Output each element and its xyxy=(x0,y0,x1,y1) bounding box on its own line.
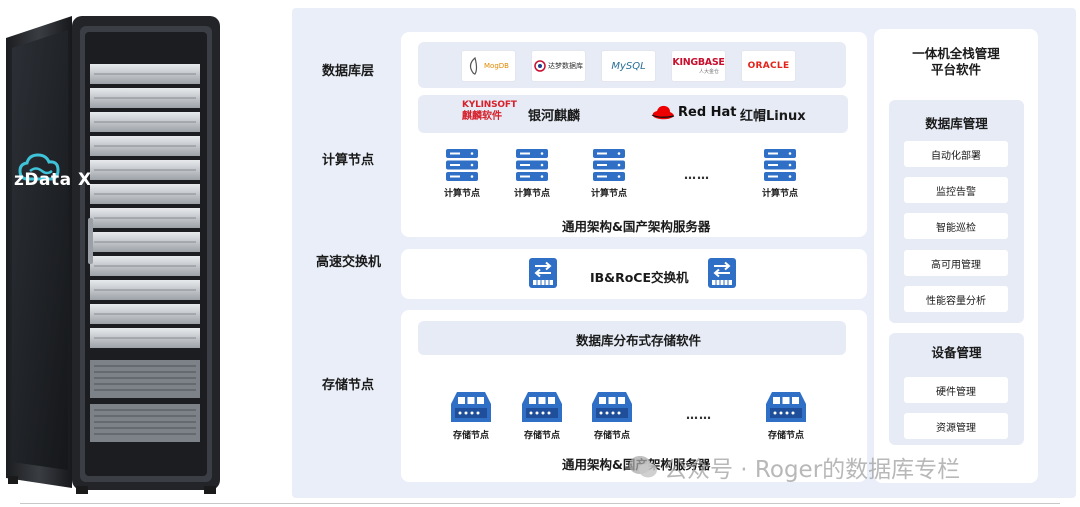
server-icon xyxy=(593,149,625,181)
compute-node: 计算节点 xyxy=(574,148,644,199)
server-icon xyxy=(516,149,548,181)
mgmt-item-ha: 高可用管理 xyxy=(904,250,1008,276)
storage-software-bar xyxy=(418,321,846,355)
storage-node: 存储节点 xyxy=(436,390,506,441)
storage-array-icon xyxy=(522,392,562,422)
mogdb-icon xyxy=(469,57,478,75)
redhat-os-name: 红帽Linux xyxy=(740,109,806,124)
mgmt-item-hardware: 硬件管理 xyxy=(904,377,1008,403)
storage-node: 存储节点 xyxy=(507,390,577,441)
kylin-os-name: 银河麒麟 xyxy=(528,109,581,124)
wechat-icon xyxy=(629,456,657,478)
mgmt-item-capacity: 性能容量分析 xyxy=(904,286,1008,312)
switch-layer-label: 高速交换机 xyxy=(316,255,382,270)
compute-node: 计算节点 xyxy=(497,148,567,199)
redhat-logo-text: Red Hat xyxy=(678,105,737,120)
dameng-logo: 达梦数据库 xyxy=(531,50,586,82)
network-switch-icon xyxy=(529,258,557,288)
storage-ellipsis: …… xyxy=(686,408,712,422)
oracle-logo: ORACLE xyxy=(741,50,796,82)
mgmt-item-resource: 资源管理 xyxy=(904,413,1008,439)
mgmt-item-auto-deploy: 自动化部署 xyxy=(904,141,1008,167)
server-rack-image: zData X xyxy=(2,8,224,496)
compute-ellipsis: …… xyxy=(684,168,710,182)
redhat-hat-icon xyxy=(651,105,675,120)
storage-array-icon xyxy=(766,392,806,422)
dameng-icon xyxy=(534,60,546,72)
cloud-logo-icon xyxy=(18,153,60,181)
device-management-title: 设备管理 xyxy=(931,345,982,360)
network-switch-icon xyxy=(708,258,736,288)
compute-node: 计算节点 xyxy=(427,148,497,199)
compute-layer-label: 计算节点 xyxy=(322,153,375,168)
mysql-logo: MySQL xyxy=(601,50,656,82)
database-layer-label: 数据库层 xyxy=(322,64,375,79)
mogdb-logo: MogDB xyxy=(461,50,516,82)
rack-brand-label: zData X xyxy=(14,170,92,190)
kingbase-logo: KINGBASE 人大金仓 xyxy=(671,50,726,82)
server-icon xyxy=(764,149,796,181)
server-rack-icon xyxy=(6,16,220,494)
db-management-title: 数据库管理 xyxy=(925,116,988,131)
storage-array-icon xyxy=(592,392,632,422)
switch-label: IB&RoCE交换机 xyxy=(590,270,689,285)
mgmt-item-monitoring: 监控告警 xyxy=(904,177,1008,203)
mgmt-item-inspection: 智能巡检 xyxy=(904,213,1008,239)
server-icon xyxy=(446,149,478,181)
db-management-panel xyxy=(889,100,1024,323)
compute-caption: 通用架构&国产架构服务器 xyxy=(562,219,711,234)
compute-node: 计算节点 xyxy=(745,148,815,199)
storage-node: 存储节点 xyxy=(577,390,647,441)
storage-software-label: 数据库分布式存储软件 xyxy=(576,333,702,348)
kylinsoft-logo: KYLINSOFT 麒麟软件 xyxy=(462,100,517,122)
management-title: 一体机全栈管理 平台软件 xyxy=(912,46,1000,77)
bottom-divider xyxy=(20,503,1060,504)
storage-array-icon xyxy=(451,392,491,422)
storage-layer-label: 存储节点 xyxy=(322,378,375,393)
switch-card xyxy=(401,249,867,299)
storage-node: 存储节点 xyxy=(751,390,821,441)
os-bar xyxy=(418,95,848,133)
watermark: 公众号 · Roger的数据库专栏 xyxy=(628,450,960,484)
